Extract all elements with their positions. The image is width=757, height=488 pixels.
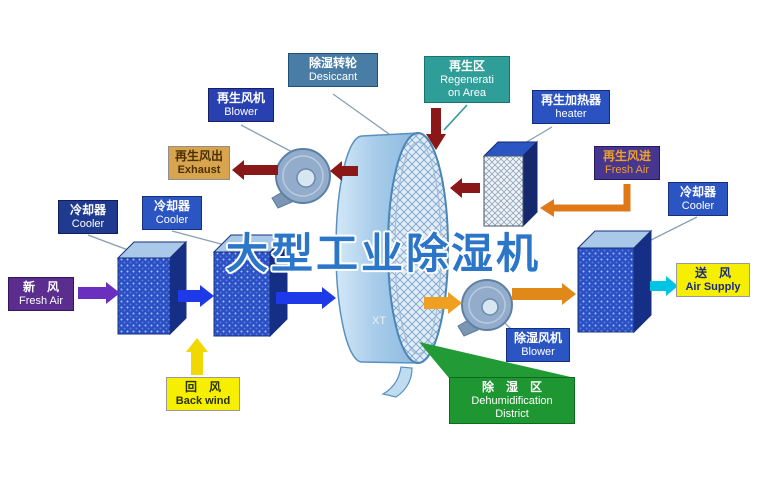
label-regen-fresh-air: 再生风进 Fresh Air xyxy=(594,146,660,181)
label-fresh-air-en: Fresh Air xyxy=(18,294,63,307)
regen-blower-fan xyxy=(271,148,331,209)
label-dehumid-blower-en: Blower xyxy=(521,345,555,358)
arrow-heater-to-wheel xyxy=(450,178,480,198)
label-regen-blower-zh: 再生风机 xyxy=(216,91,265,105)
connector-cooler-right xyxy=(642,216,698,245)
label-dehumid-blower: 除湿风机 Blower xyxy=(506,328,570,363)
watermark-text: XT xyxy=(372,315,386,327)
arrow-fan-to-exhaust xyxy=(232,160,278,180)
label-cooler-right-zh: 冷却器 xyxy=(679,185,716,199)
label-regeneration-area-en2: on Area xyxy=(448,87,486,100)
label-regen-fresh-air-en: Fresh Air xyxy=(604,163,649,176)
connector-regeneration-area xyxy=(443,104,468,131)
label-dehumid-district-zh: 除 湿 区 xyxy=(481,380,542,394)
wheel-face-ring xyxy=(394,141,442,355)
label-fresh-air: 新 风 Fresh Air xyxy=(8,277,74,312)
regen-fan-ring xyxy=(282,155,324,197)
arrow-regen-fresh-head xyxy=(540,199,554,217)
heater-side xyxy=(522,140,538,228)
cooler-box-right xyxy=(576,229,653,334)
dehumid-fan-hub xyxy=(481,298,499,316)
cooler-2-front xyxy=(213,251,271,337)
regeneration-arrows xyxy=(232,108,631,217)
arrow-air-supply-out xyxy=(650,276,678,296)
label-fresh-air-zh: 新 风 xyxy=(22,280,59,294)
label-regeneration-area-zh: 再生区 xyxy=(448,59,485,73)
label-back-wind-zh: 回 风 xyxy=(184,380,221,394)
label-cooler-right-en: Cooler xyxy=(681,199,715,212)
label-air-supply-zh: 送 风 xyxy=(694,266,731,280)
arrow-regen-area-down xyxy=(426,108,446,150)
airflow-arrows xyxy=(78,276,678,375)
cooler-1-side xyxy=(169,240,187,336)
label-cooler-left-2-zh: 冷却器 xyxy=(153,199,190,213)
arrow-wheel-to-regen-fan xyxy=(330,161,358,181)
arrow-cooler1-to-cooler2 xyxy=(178,285,214,307)
label-cooler-left-1-zh: 冷却器 xyxy=(69,203,106,217)
connector-desiccant xyxy=(332,93,390,135)
label-back-wind: 回 风 Back wind xyxy=(166,377,240,412)
arrow-regen-fresh-path xyxy=(554,184,631,212)
label-back-wind-en: Back wind xyxy=(175,394,231,407)
cooler-right-front xyxy=(577,247,635,333)
dehumid-fan-ring xyxy=(468,286,506,324)
label-exhaust-zh: 再生风出 xyxy=(174,149,223,163)
label-dehumid-district-en1: Dehumidification xyxy=(471,394,553,407)
arrow-back-wind-up xyxy=(186,338,208,375)
arrow-cooler2-to-wheel xyxy=(276,287,336,309)
regen-fan-hub xyxy=(296,168,316,188)
label-desiccant-zh: 除湿转轮 xyxy=(308,56,357,70)
label-dehumid-district: 除 湿 区 Dehumidification District xyxy=(449,377,575,425)
cooler-right-side xyxy=(633,229,652,334)
label-cooler-left-2: 冷却器 Cooler xyxy=(142,196,202,231)
label-exhaust: 再生风出 Exhaust xyxy=(168,146,230,181)
label-regeneration-area-en1: Regenerati xyxy=(440,73,494,86)
label-regen-heater-en: heater xyxy=(555,107,587,120)
cooler-1-front xyxy=(117,257,171,335)
dehumid-blower-fan xyxy=(457,279,513,337)
label-air-supply-en: Air Supply xyxy=(685,280,741,293)
label-cooler-right: 冷却器 Cooler xyxy=(668,182,728,217)
label-regen-heater: 再生加热器 heater xyxy=(532,90,610,125)
label-regen-heater-zh: 再生加热器 xyxy=(540,93,601,107)
cooler-box-1 xyxy=(116,240,188,336)
label-regen-blower-en: Blower xyxy=(224,105,258,118)
label-cooler-left-2-en: Cooler xyxy=(155,213,189,226)
label-regen-fresh-air-zh: 再生风进 xyxy=(602,149,651,163)
connector-lines xyxy=(87,93,698,331)
dehumid-district-wedge xyxy=(419,342,575,378)
label-air-supply: 送 风 Air Supply xyxy=(676,263,750,298)
label-desiccant: 除湿转轮 Desiccant xyxy=(288,53,378,88)
label-dehumid-district-en2: District xyxy=(495,408,529,421)
label-cooler-left-1-en: Cooler xyxy=(71,217,105,230)
heater-front xyxy=(483,155,524,227)
label-regen-blower: 再生风机 Blower xyxy=(208,88,274,123)
arrow-blower-to-cooler xyxy=(512,283,576,305)
label-regeneration-area: 再生区 Regenerati on Area xyxy=(424,56,510,104)
heater-box xyxy=(482,140,539,228)
connector-regen-blower xyxy=(240,124,295,154)
arrow-wheel-to-blower xyxy=(424,292,462,314)
ribbon-marker xyxy=(381,366,413,398)
label-desiccant-en: Desiccant xyxy=(308,70,358,83)
label-exhaust-en: Exhaust xyxy=(177,163,221,176)
label-cooler-left-1: 冷却器 Cooler xyxy=(58,200,118,235)
label-dehumid-blower-zh: 除湿风机 xyxy=(513,331,562,345)
page-title: 大型工业除湿机 xyxy=(226,230,542,277)
cooler-box-2 xyxy=(212,233,289,338)
arrow-fresh-air-in xyxy=(78,282,120,304)
